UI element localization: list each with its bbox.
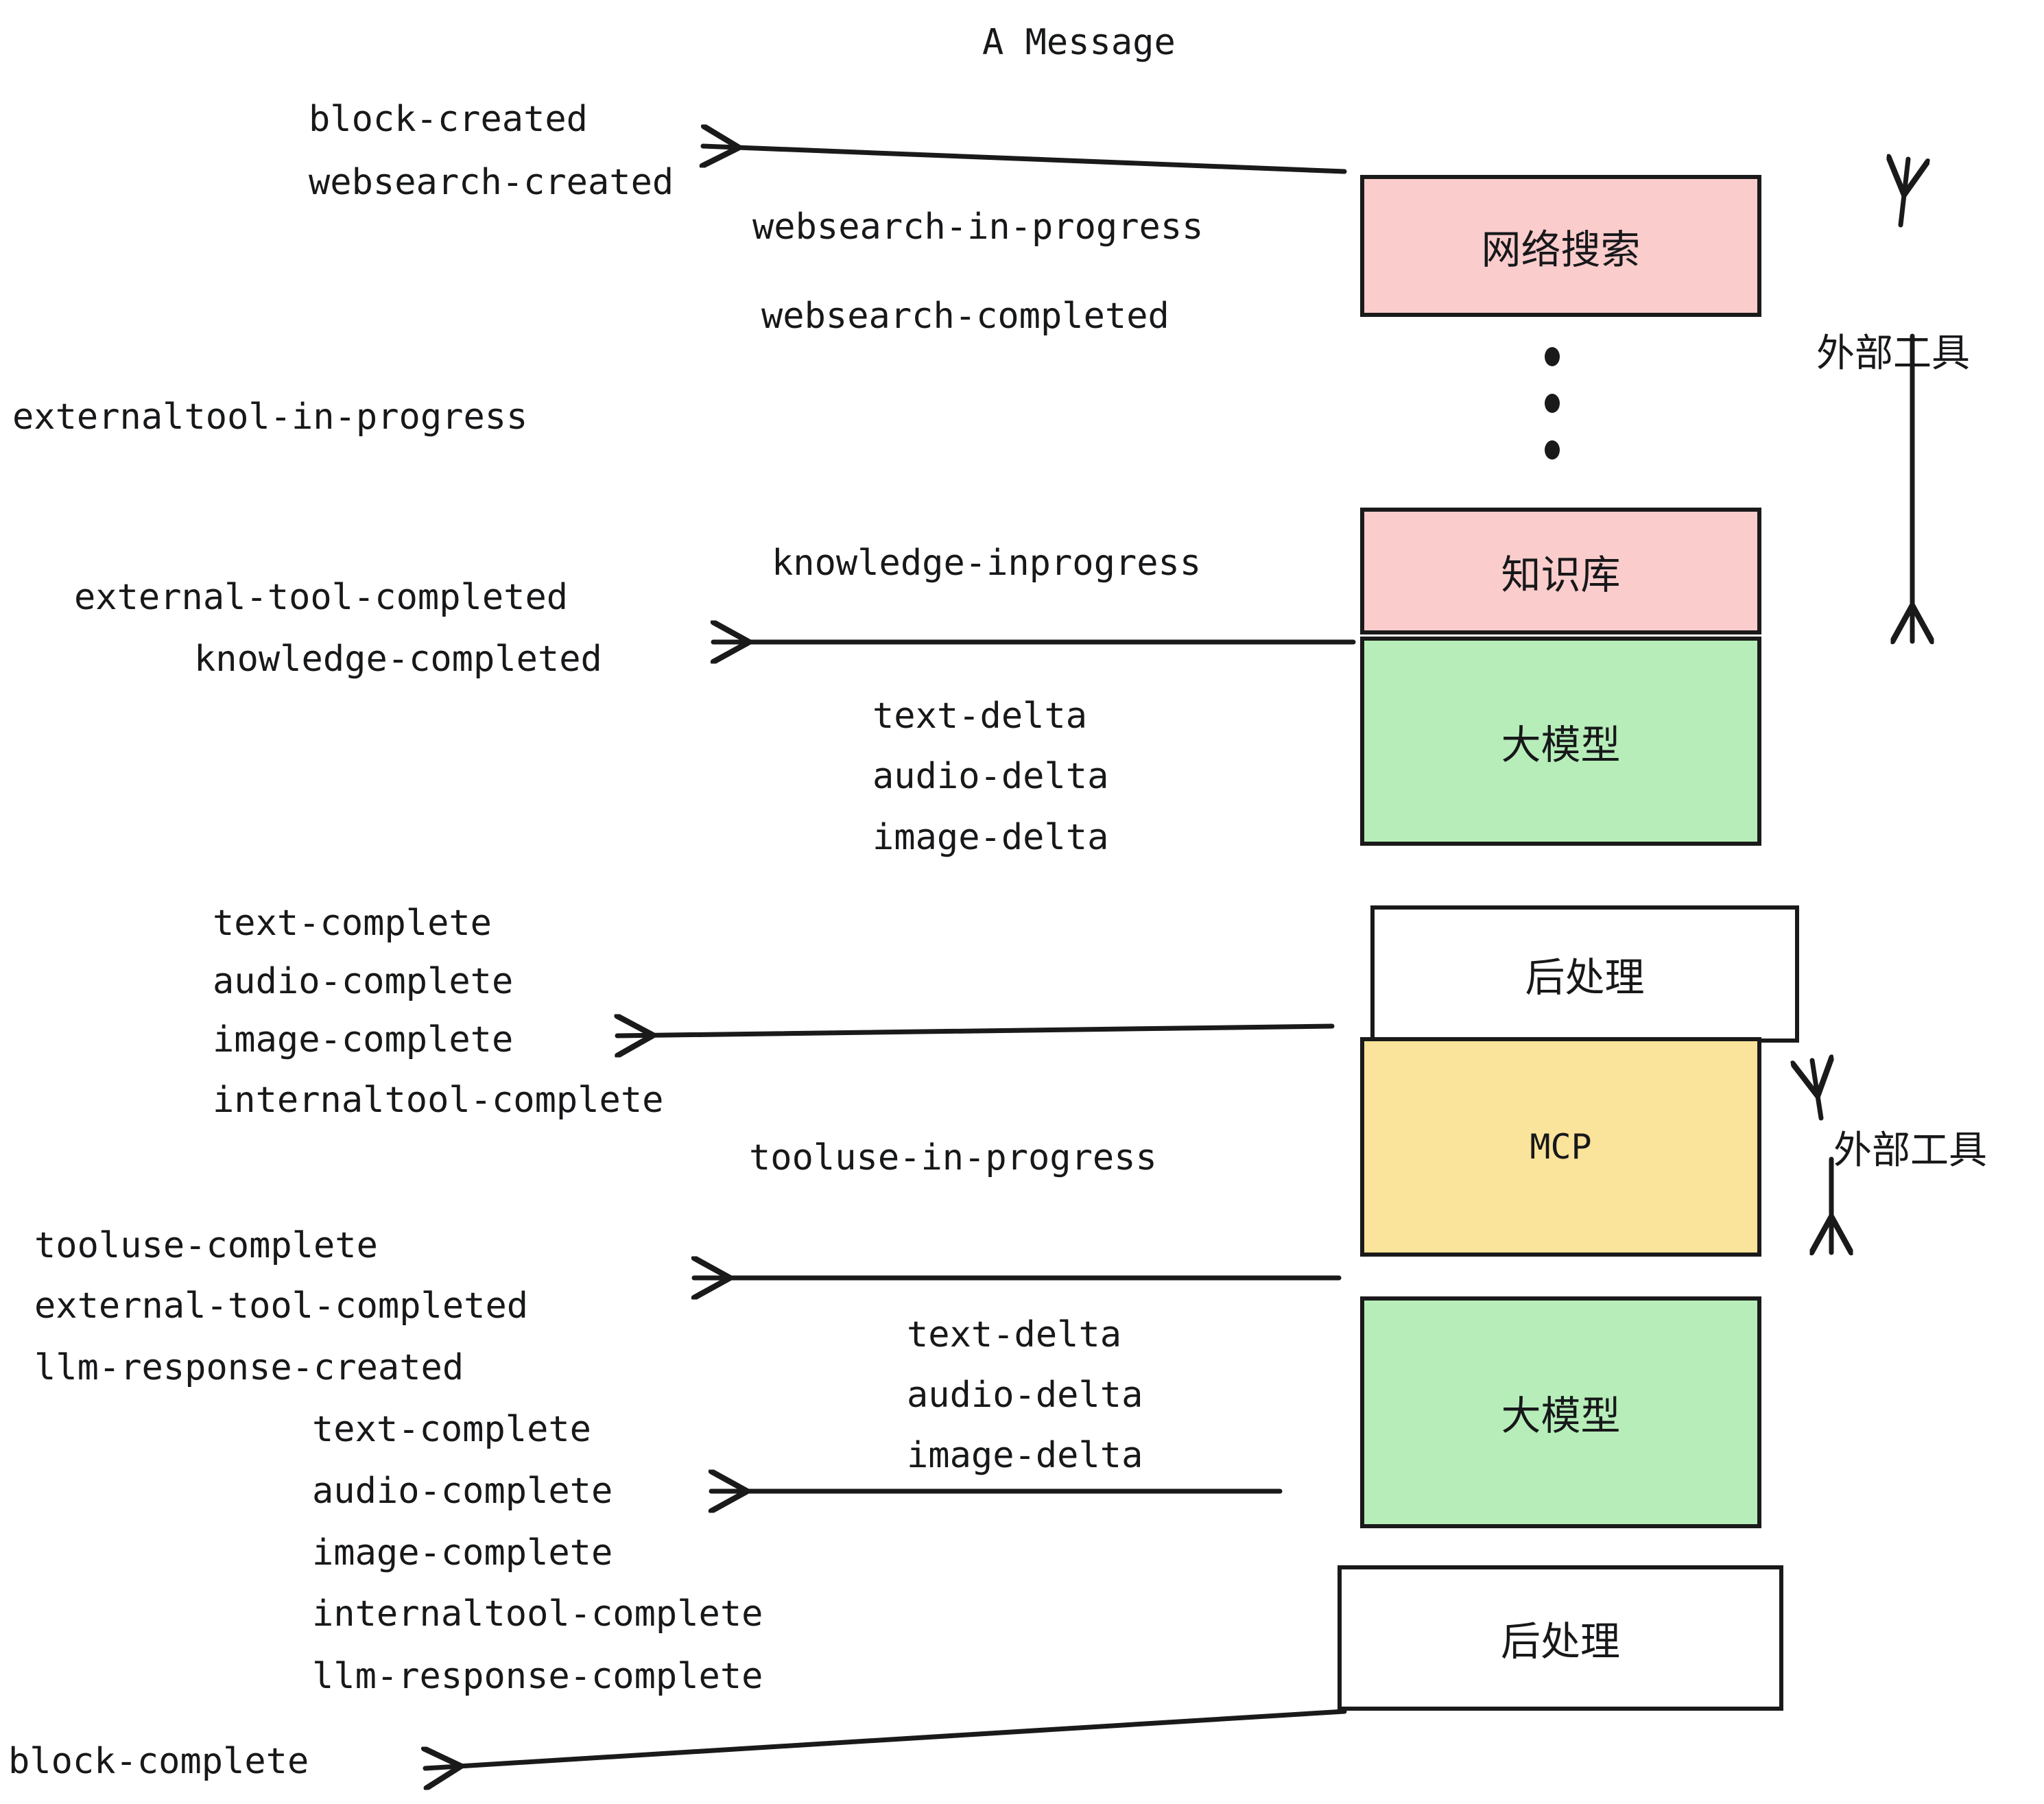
- external-tool-span-bottom: [1812, 1060, 1831, 1253]
- node-llm-1[interactable]: 大模型: [1360, 637, 1761, 846]
- vertical-ellipsis: [1545, 347, 1560, 460]
- event-text-delta-1: text-delta: [872, 696, 1088, 737]
- event-externaltool-in-progress: externaltool-in-progress: [12, 396, 528, 438]
- node-postprocess-1-label: 后处理: [1525, 954, 1645, 1001]
- event-text-complete-1: text-complete: [213, 903, 492, 944]
- event-audio-delta-2: audio-delta: [907, 1375, 1143, 1416]
- node-knowledge-label: 知识库: [1501, 551, 1621, 598]
- event-audio-complete-1: audio-complete: [213, 961, 514, 1002]
- event-external-tool-completed-2: external-tool-completed: [34, 1285, 529, 1327]
- event-llm-response-complete: llm-response-complete: [312, 1656, 763, 1697]
- event-external-tool-completed-1: external-tool-completed: [74, 577, 569, 618]
- node-websearch[interactable]: 网络搜索: [1360, 175, 1761, 317]
- arrow-image-complete: [617, 1026, 1335, 1036]
- event-audio-complete-2: audio-complete: [312, 1471, 613, 1512]
- arrow-block-complete: [425, 1709, 1347, 1768]
- event-internaltool-complete-1: internaltool-complete: [213, 1080, 664, 1121]
- event-block-created: block-created: [309, 99, 588, 140]
- external-tool-label-bottom: 外部工具: [1833, 1128, 1987, 1173]
- event-knowledge-inprogress: knowledge-inprogress: [772, 543, 1202, 584]
- event-image-delta-1: image-delta: [872, 817, 1109, 858]
- event-text-complete-2: text-complete: [312, 1409, 591, 1450]
- event-websearch-in-progress: websearch-in-progress: [752, 206, 1204, 248]
- node-websearch-label: 网络搜索: [1481, 226, 1641, 273]
- event-audio-delta-1: audio-delta: [872, 756, 1109, 797]
- external-tool-label-top: 外部工具: [1816, 331, 1970, 376]
- node-mcp-label: MCP: [1530, 1127, 1592, 1167]
- node-llm-1-label: 大模型: [1501, 721, 1621, 768]
- node-postprocess-2[interactable]: 后处理: [1338, 1565, 1783, 1711]
- node-mcp[interactable]: MCP: [1360, 1037, 1761, 1257]
- message-arrows: [425, 146, 1356, 1768]
- event-tooluse-complete: tooluse-complete: [34, 1225, 378, 1266]
- event-text-delta-2: text-delta: [907, 1314, 1122, 1355]
- event-block-complete: block-complete: [8, 1741, 309, 1782]
- page-title: A Message: [982, 22, 1176, 63]
- node-llm-2[interactable]: 大模型: [1360, 1296, 1761, 1528]
- node-llm-2-label: 大模型: [1501, 1392, 1621, 1439]
- node-knowledge[interactable]: 知识库: [1360, 508, 1761, 634]
- event-websearch-created: websearch-created: [309, 162, 674, 203]
- event-tooluse-in-progress: tooluse-in-progress: [749, 1137, 1157, 1178]
- node-postprocess-2-label: 后处理: [1500, 1618, 1620, 1665]
- event-image-complete-1: image-complete: [213, 1019, 514, 1060]
- event-llm-response-created: llm-response-created: [34, 1347, 464, 1388]
- event-websearch-completed: websearch-completed: [761, 296, 1169, 337]
- external-tool-span-top: [1901, 159, 1912, 641]
- node-postprocess-1[interactable]: 后处理: [1370, 905, 1799, 1043]
- arrow-block-created: [703, 146, 1347, 174]
- event-knowledge-completed: knowledge-completed: [194, 639, 602, 680]
- event-internaltool-complete-2: internaltool-complete: [312, 1593, 763, 1635]
- event-image-delta-2: image-delta: [907, 1435, 1143, 1476]
- event-image-complete-2: image-complete: [312, 1532, 613, 1574]
